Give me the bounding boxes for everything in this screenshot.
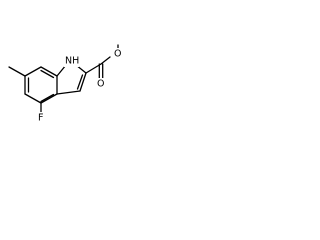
bond-c5-methyl: [8, 66, 26, 77]
double-bond-c3a-c7a-inner: [40, 69, 55, 79]
fluorine-label: F: [38, 113, 43, 124]
double-bond-c2-c3-inner: [76, 74, 84, 90]
benzene-ring: [24, 66, 58, 104]
ester-oxygen-label: O: [114, 49, 121, 60]
carbonyl-oxygen-label: O: [97, 79, 104, 90]
pyrrole-ring: [56, 64, 87, 95]
bond-c2-c3: [79, 72, 87, 92]
nh-label: NH: [65, 56, 79, 67]
atom-labels: NH F O O: [37, 48, 123, 124]
chemical-structure-diagram: NH F O O: [8, 44, 123, 124]
bond-c6-c5: [24, 93, 42, 104]
substituents: [8, 66, 42, 114]
bond-c3-c3a: [56, 90, 81, 95]
bond-c7-c6: [40, 93, 58, 104]
bond-c2-carbonyl: [85, 63, 102, 74]
bond-c3a-c7a: [40, 66, 58, 77]
double-bond-c7-c6-inner: [40, 93, 55, 103]
bond-carbonyl-ester-o: [100, 56, 111, 65]
bond-c4-c3a: [24, 66, 42, 77]
